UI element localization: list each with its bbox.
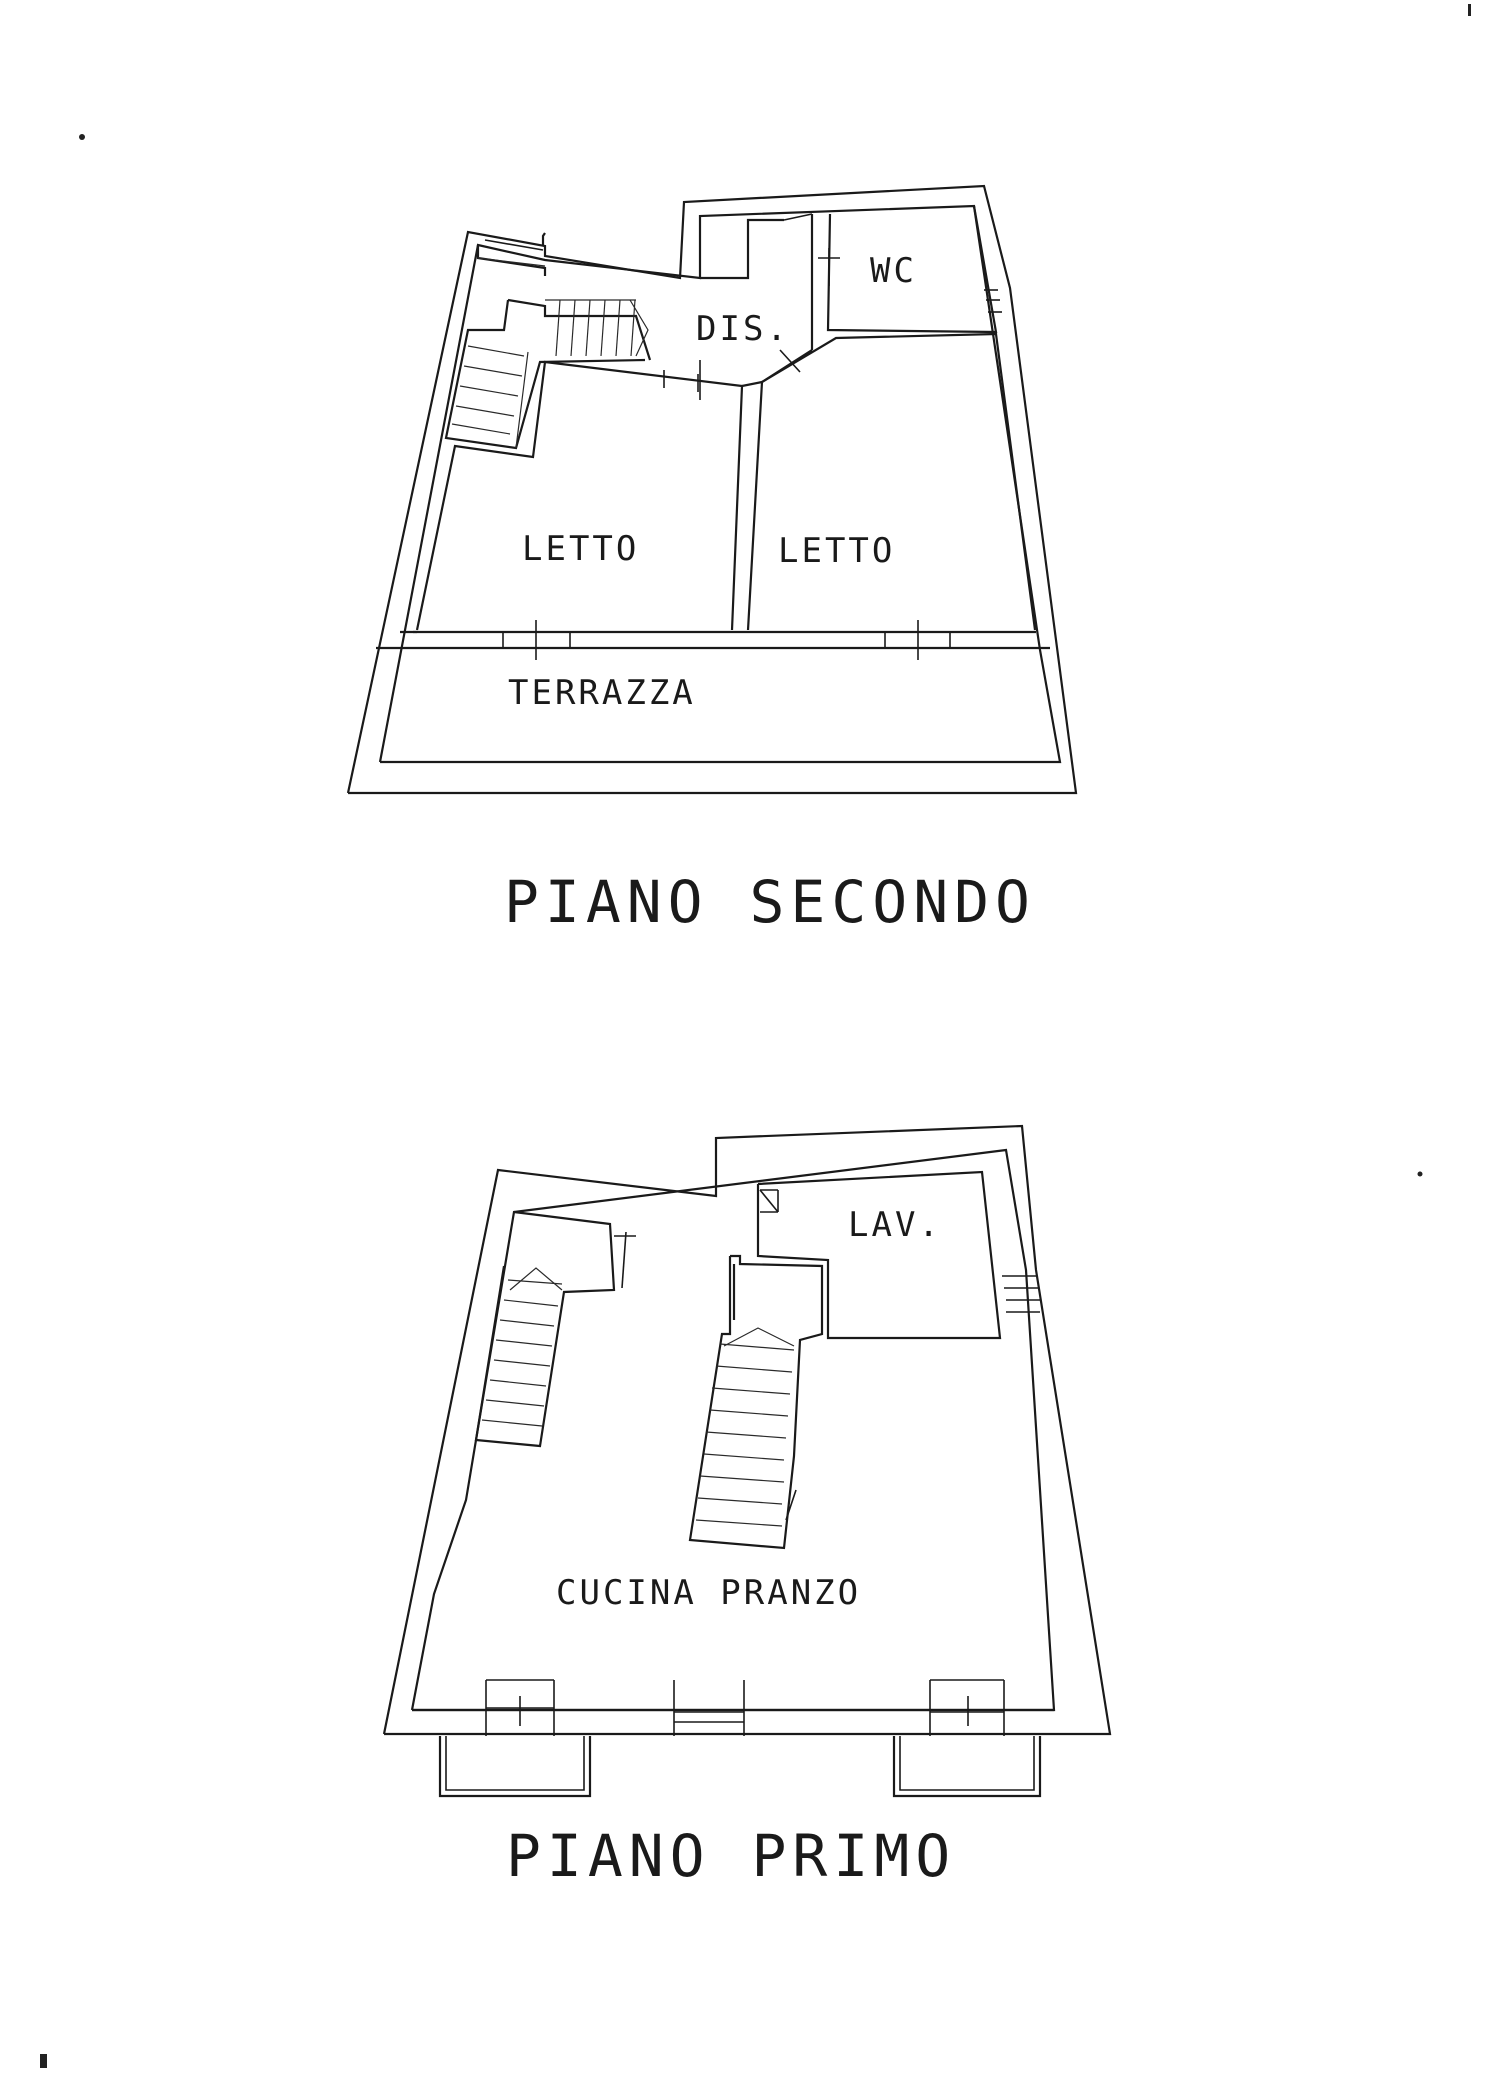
room-label-dis: DIS. (696, 309, 790, 349)
floor-title-first: PIANO PRIMO (506, 1822, 956, 1890)
bedroom-left-walls (415, 360, 744, 631)
second-floor-stair (444, 245, 652, 450)
first-floor-stair-left (474, 1210, 636, 1448)
first-floor-front-openings (438, 1679, 1042, 1798)
room-label-laundry: LAV. (848, 1205, 942, 1245)
scan-specks (40, 4, 1471, 2068)
room-label-wc: WC (870, 251, 917, 291)
floor-title-second: PIANO SECONDO (504, 868, 1036, 936)
second-floor-plan: WC DIS. LETTO LETTO TERRAZZA PIANO SECON… (346, 184, 1078, 936)
laundry-walls (756, 1170, 1002, 1340)
first-floor-inner-wall (410, 1148, 1056, 1712)
room-label-terrace: TERRAZZA (508, 673, 696, 713)
first-floor-outer-wall (382, 1124, 1112, 1736)
first-floor-stair-center (688, 1254, 824, 1550)
room-label-bedroom-right: LETTO (778, 531, 895, 571)
second-floor-outer-wall (346, 184, 1078, 795)
second-floor-inner-wall (378, 204, 1062, 764)
room-label-bedroom-left: LETTO (522, 529, 639, 569)
first-floor-plan: LAV. CUCINA PRANZO PIANO PRIMO (382, 1124, 1112, 1890)
room-label-kitchen-dining: CUCINA PRANZO (556, 1573, 861, 1613)
bedroom-right-walls (746, 332, 1037, 631)
